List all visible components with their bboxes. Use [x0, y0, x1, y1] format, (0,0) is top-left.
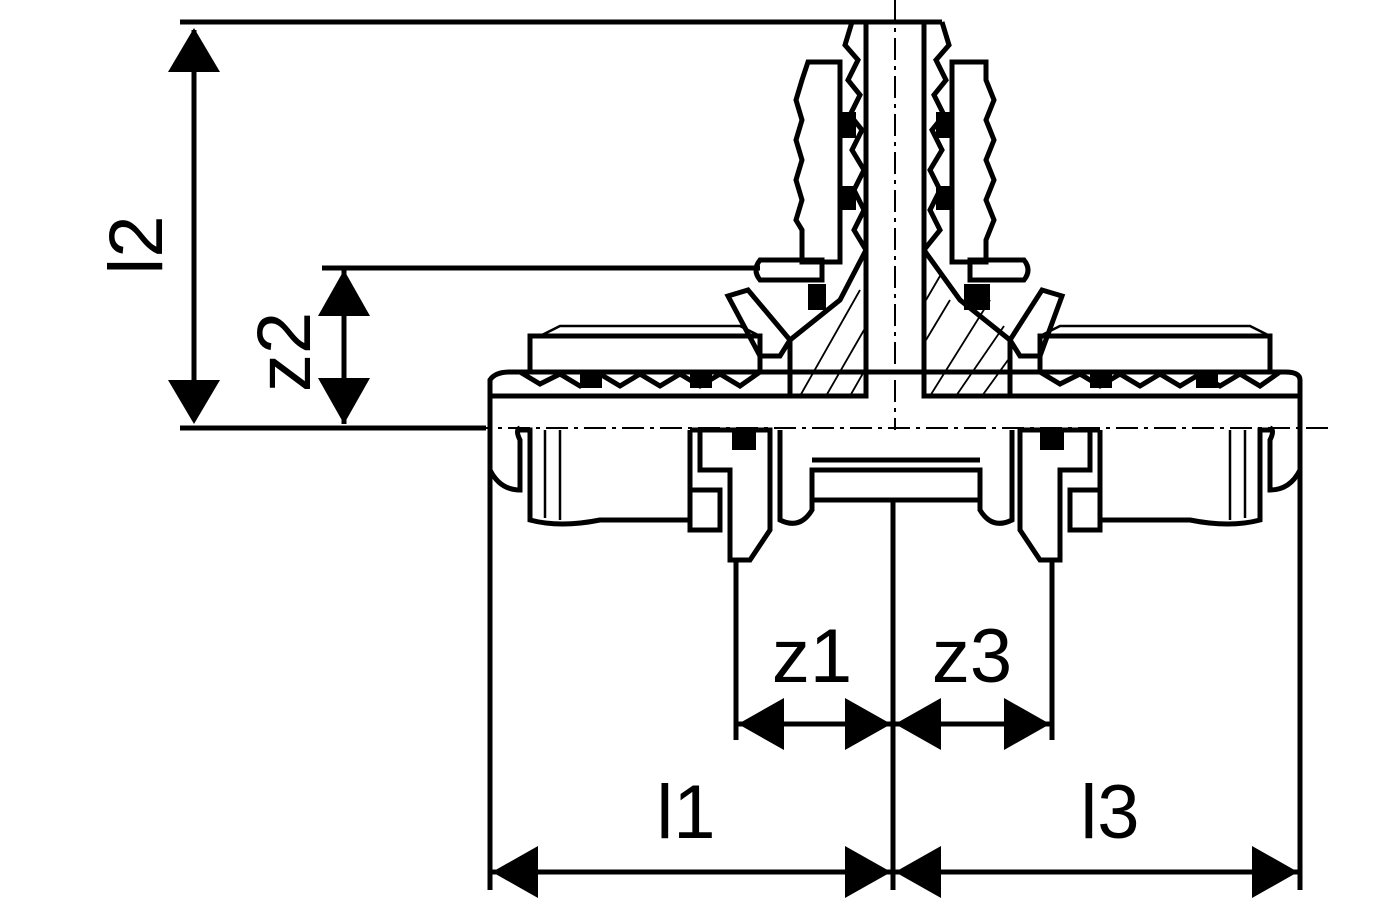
arrow-z2-bottom	[318, 378, 370, 424]
arrow-z1-right	[845, 698, 891, 750]
branch-body	[753, 19, 1031, 399]
press-jaw-left-block	[687, 487, 723, 533]
arrow-z1-left	[738, 698, 784, 750]
seal-left-lower	[842, 186, 856, 210]
run-collar-left	[724, 287, 794, 359]
run-seal-right-1	[1090, 372, 1112, 388]
label-l3: l3	[1080, 770, 1139, 855]
run-collar-right	[1007, 287, 1066, 359]
centerlines	[470, 0, 1330, 430]
run-sleeve-left	[527, 333, 763, 375]
run-end-right	[1267, 425, 1303, 493]
press-sleeve-left	[793, 59, 843, 265]
run-sleeve-right	[1037, 333, 1273, 375]
seal-right-lower	[936, 186, 950, 210]
arrow-l2-bottom	[168, 380, 220, 424]
run-outer-top	[487, 369, 1303, 428]
press-jaw-right-block	[1067, 487, 1103, 533]
run-shell-left	[520, 427, 693, 527]
arrow-l1-left	[492, 846, 538, 898]
run-end-left	[487, 425, 523, 493]
seal-left-upper	[842, 112, 856, 138]
run-shell-right	[1097, 427, 1270, 527]
run-body	[487, 287, 1303, 563]
dimension-labels: l2 z2 z1 z3 l1 l3	[94, 215, 1140, 855]
label-z2: z2	[242, 312, 327, 392]
arrow-l3-left	[895, 846, 941, 898]
label-z1: z1	[772, 614, 852, 699]
label-l2: l2	[94, 215, 179, 274]
arrow-l1-right	[845, 846, 891, 898]
collar-left	[753, 257, 825, 283]
collar-right	[967, 257, 1031, 283]
press-sleeve-right	[949, 59, 997, 265]
arrow-l3-right	[1252, 846, 1298, 898]
arrow-l2-top	[168, 28, 220, 72]
run-center-tube	[777, 430, 1015, 526]
press-jaw-left-nut	[732, 432, 756, 450]
label-z3: z3	[932, 614, 1012, 699]
hatching	[799, 275, 1009, 397]
arrow-z2-top	[318, 270, 370, 316]
run-seal-left-2	[690, 372, 712, 388]
run-seal-left-1	[580, 372, 602, 388]
branch-insert-right	[922, 21, 952, 252]
run-seal-right-2	[1196, 372, 1218, 388]
arrow-z3-right	[1004, 698, 1050, 750]
branch-insert-left	[842, 21, 869, 252]
seal-right-upper	[936, 112, 950, 138]
run-sleeve-left-top	[539, 324, 761, 338]
dimensions	[168, 19, 1303, 898]
press-jaw-right-nut	[1040, 432, 1064, 450]
label-l1: l1	[656, 770, 715, 855]
press-jaw-left	[690, 427, 773, 563]
arrow-z3-left	[895, 698, 941, 750]
ring-left	[808, 284, 826, 310]
